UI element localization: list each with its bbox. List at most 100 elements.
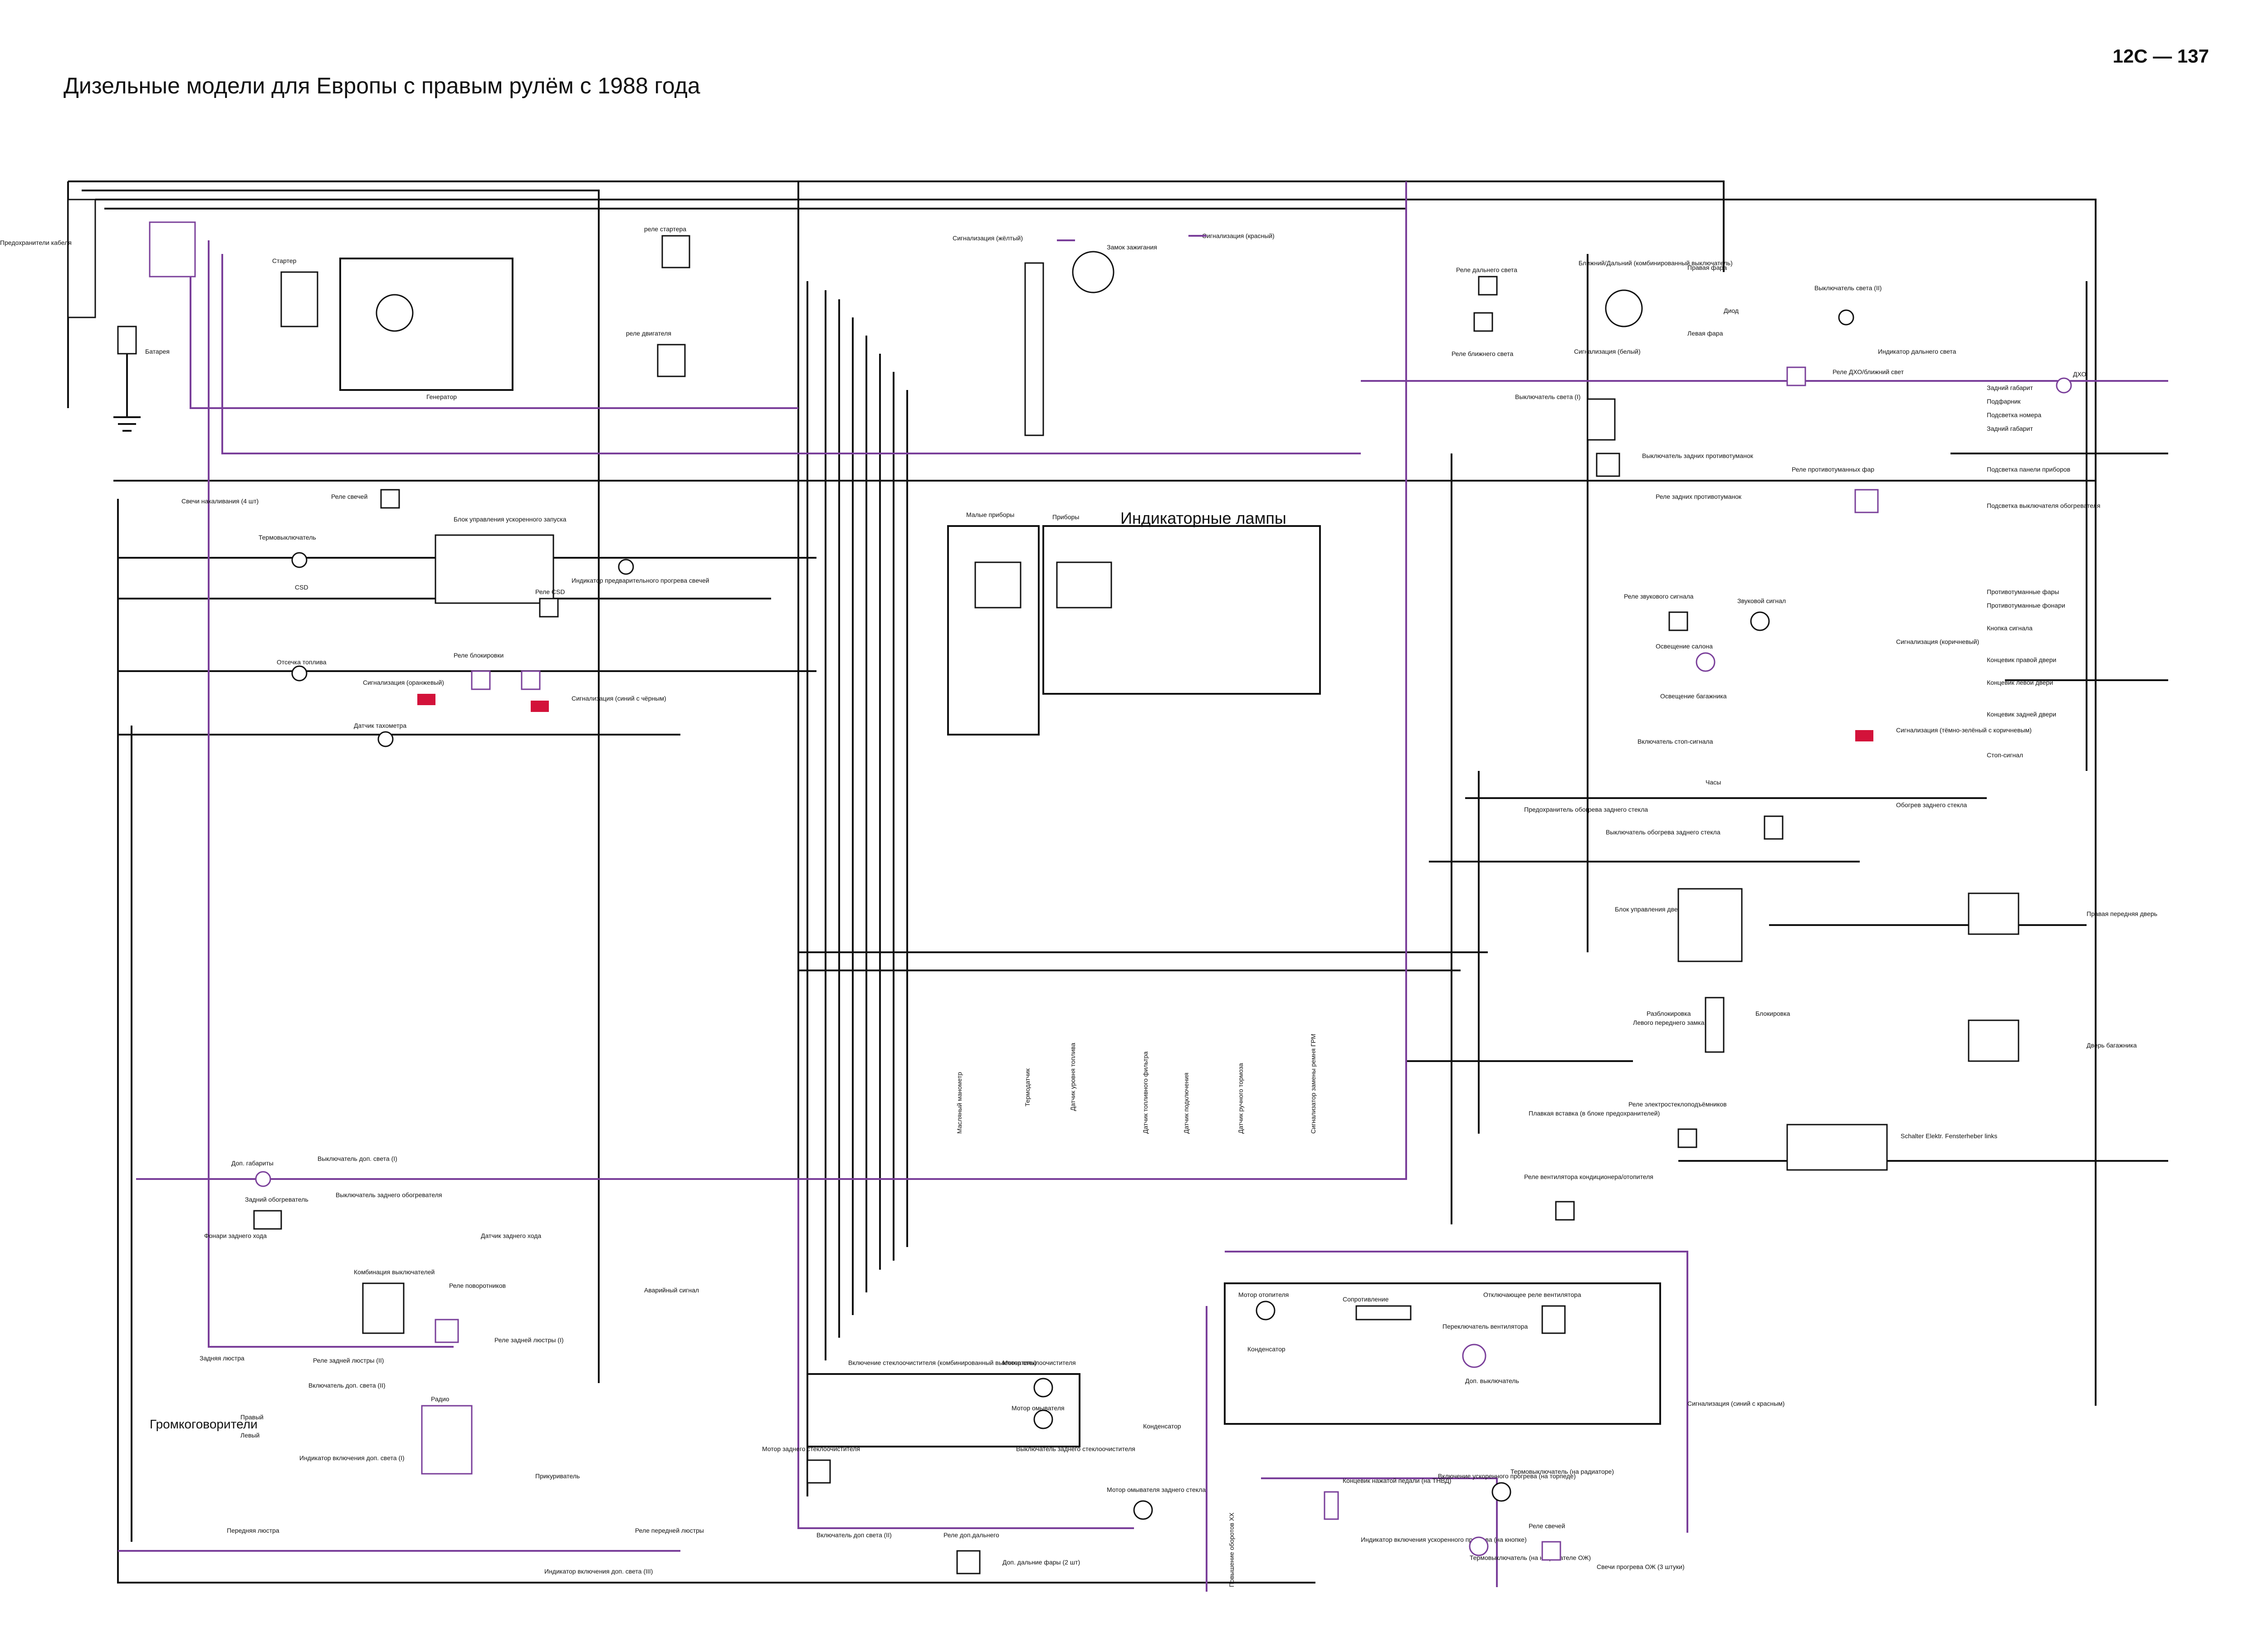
label-dash-light: Подсветка панели приборов xyxy=(1987,466,2070,473)
label-wiper-motor: Мотор стеклоочистителя xyxy=(1002,1359,1076,1366)
label-signal-blue-red: Сигнализация (синий с красным) xyxy=(1687,1400,1784,1407)
label-wiper-switch: Включение стеклоочистителя (комбинирован… xyxy=(848,1359,1036,1366)
washer-motor-icon xyxy=(1033,1409,1053,1429)
glow-relay-2-icon xyxy=(1541,1541,1561,1561)
label-rear-heater-light: Подсветка выключателя обогревателя xyxy=(1987,502,2100,509)
label-turn-relay: Реле поворотников xyxy=(449,1282,506,1289)
label-fuel-cut: Отсечка топлива xyxy=(277,658,327,666)
coolant-temp-icon xyxy=(1491,1482,1511,1502)
label-aux-indicator-3: Индикатор включения доп. света (III) xyxy=(544,1568,653,1575)
label-left-headlight: Левая фара xyxy=(1687,330,1723,337)
label-horn-button: Кнопка сигнала xyxy=(1987,624,2033,632)
label-reverse-lights: Фонари заднего хода xyxy=(204,1232,267,1239)
fan-switch-icon xyxy=(1462,1344,1486,1368)
label-small-gauges: Малые приборы xyxy=(966,511,1014,518)
label-ac-fan-relay: Реле вентилятора кондиционера/отопителя xyxy=(1524,1173,1653,1180)
label-horn-relay: Реле звукового сигнала xyxy=(1624,593,1694,600)
label-coolant-temp: Термовыключатель (на радиаторе) xyxy=(1510,1468,1614,1475)
label-aux-light-switch: Выключатель доп. света (I) xyxy=(318,1155,397,1162)
label-rear-chandelier-relay-2: Реле задней люстры (II) xyxy=(313,1357,384,1364)
label-thermal-sensor: Термодатчик xyxy=(1024,1068,1031,1106)
label-window-switches: Schalter Elektr. Fensterheber links xyxy=(1901,1132,1997,1140)
preheat-bottom: Повышение оборотов ХХ Концевик нажатой п… xyxy=(1228,1468,1685,1587)
high-beam-relay-icon xyxy=(1478,276,1498,296)
label-lock: Блокировка xyxy=(1755,1010,1790,1017)
label-starter-relay: реле стартера xyxy=(644,225,686,233)
preheat-indicator-icon xyxy=(618,559,634,575)
generator-box xyxy=(339,258,513,391)
label-charge-sensor: Датчик подключения xyxy=(1183,1072,1190,1134)
label-battery: Батарея xyxy=(145,348,170,355)
rear-defog-switch-icon xyxy=(1764,815,1784,840)
label-light-switch-ii: Выключатель света (II) xyxy=(1814,284,1882,292)
trunk-door-icon xyxy=(1968,1019,2019,1062)
label-belt-signal: Сигнализатор замены ремня ГРМ xyxy=(1310,1034,1317,1134)
aux-high-relay-icon xyxy=(956,1550,981,1574)
label-left-door-switch: Концевик левой двери xyxy=(1987,679,2053,686)
cabin-light-icon xyxy=(1696,652,1716,672)
label-light-switch-i: Выключатель света (I) xyxy=(1515,393,1581,400)
sensor-column: Масляный манометр Термодатчик Датчик уро… xyxy=(956,1034,1317,1134)
tnvd-switch-icon xyxy=(1324,1491,1339,1520)
label-aux-markers: Доп. габариты xyxy=(231,1160,274,1167)
label-csd-relay: Реле CSD xyxy=(535,588,565,595)
aux-markers-icon xyxy=(255,1171,271,1187)
label-horn: Звуковой сигнал xyxy=(1737,597,1786,604)
label-rear-heater: Задний обогреватель xyxy=(245,1196,308,1203)
label-gauges: Приборы xyxy=(1052,513,1079,521)
label-tacho-sensor: Датчик тахометра xyxy=(354,722,406,729)
label-resistor: Сопротивление xyxy=(1343,1296,1389,1303)
left-front-lock-icon xyxy=(1705,997,1725,1053)
label-csd: CSD xyxy=(295,584,308,591)
label-washer-motor: Мотор омывателя xyxy=(1012,1404,1065,1412)
aux-light-wiring xyxy=(118,181,2168,1592)
starter-icon xyxy=(280,271,318,327)
radio-icon xyxy=(421,1405,473,1475)
label-aux-indicator: Индикатор включения доп. света (I) xyxy=(299,1454,405,1462)
label-fan-disconnect-relay: Отключающее реле вентилятора xyxy=(1483,1291,1581,1298)
left-bottom-area: Доп. габариты Выключатель доп. света (I)… xyxy=(150,1155,704,1575)
label-rear-wiper-switch: Выключатель заднего стеклоочистителя xyxy=(1016,1445,1135,1452)
battery-block: Предохранители кабеля Батарея xyxy=(0,199,196,432)
label-fuel-filter: Датчик топливного фильтра xyxy=(1142,1052,1149,1134)
horn-cabin: Реле звукового сигнала Звуковой сигнал К… xyxy=(1624,593,2056,786)
right-front-door-icon xyxy=(1968,892,2019,935)
rear-heater-icon xyxy=(253,1210,282,1230)
label-hazard: Аварийный сигнал xyxy=(644,1286,699,1294)
label-signal-brown: Сигнализация (коричневый) xyxy=(1896,638,1979,645)
turn-combo-icon xyxy=(362,1282,405,1334)
glow-relay-icon xyxy=(380,489,400,509)
generator-icon xyxy=(376,294,414,332)
rear-fog-switch-icon xyxy=(1596,453,1620,477)
label-low-beam-relay: Реле ближнего света xyxy=(1452,350,1513,357)
section-speakers: Громкоговорители xyxy=(150,1417,258,1431)
battery-icon xyxy=(117,326,137,355)
label-fog-lights: Противотуманные фары xyxy=(1987,588,2059,595)
section-indicator-lamps: Индикаторные лампы xyxy=(1120,509,1286,527)
label-trunk-door: Дверь багажника xyxy=(2087,1042,2137,1049)
label-rear-heater-switch: Выключатель заднего обогревателя xyxy=(336,1191,442,1199)
main-buses xyxy=(67,180,2168,1584)
wiper-motor-icon xyxy=(1033,1378,1053,1398)
label-stop-light: Стоп-сигнал xyxy=(1987,751,2023,759)
label-rear-defog: Обогрев заднего стекла xyxy=(1896,801,1967,809)
label-window-relay: Реле электростеклоподъёмников xyxy=(1628,1101,1727,1108)
label-thermoswitch: Термовыключатель xyxy=(259,534,316,541)
combined-switch-icon xyxy=(1605,289,1643,327)
label-generator: Генератор xyxy=(426,393,457,400)
window-ac: Плавкая вставка (в блоке предохранителей… xyxy=(1524,1101,1997,1221)
label-fuse-cables: Предохранители кабеля xyxy=(0,239,72,246)
lock-relay-icon-2 xyxy=(521,670,541,690)
thermoswitch-icon xyxy=(291,552,308,568)
quick-start-box xyxy=(435,534,554,604)
label-rear-door-switch: Концевик задней двери xyxy=(1987,711,2056,718)
fuse-links xyxy=(149,221,196,278)
warning-marker-orange xyxy=(417,694,435,705)
window-relay-icon xyxy=(1677,1128,1697,1148)
label-condenser-2: Конденсатор xyxy=(1247,1345,1286,1353)
lock-relay-icon xyxy=(471,670,491,690)
label-oil-pressure: Масляный манометр xyxy=(956,1072,963,1134)
label-glow-relay-2: Реле свечей xyxy=(1529,1522,1565,1530)
turn-relay-icon xyxy=(435,1319,459,1343)
drl-relay-icon xyxy=(1786,366,1806,386)
